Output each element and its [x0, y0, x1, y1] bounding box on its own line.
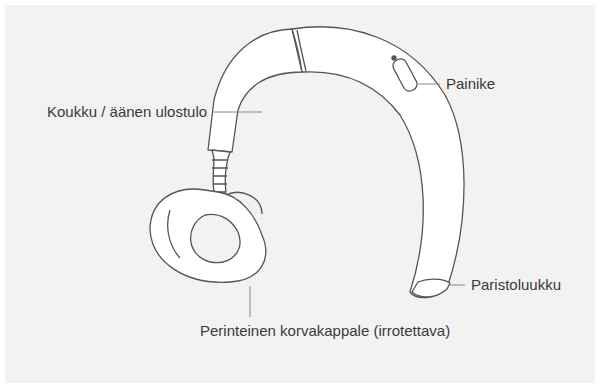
- body: [292, 27, 464, 298]
- battery-door: [412, 279, 450, 297]
- button-dot: [392, 56, 396, 60]
- part-label: Koukku / äänen ulostulo: [47, 103, 207, 121]
- earmold-cavity: [191, 214, 240, 262]
- leader-lines: [213, 84, 465, 317]
- hook: [208, 29, 302, 152]
- panel: [5, 5, 595, 383]
- earmold-canal: [168, 192, 262, 258]
- tube-ridges: [212, 160, 228, 184]
- part-label: Painike: [446, 75, 495, 93]
- button: [391, 57, 419, 94]
- leader-line: [213, 112, 262, 113]
- leader-line: [450, 285, 465, 286]
- leader-line: [250, 286, 251, 317]
- leader-line: [418, 84, 440, 85]
- part-label: Perinteinen korvakappale (irrotettava): [200, 322, 450, 340]
- part-label: Paristoluukku: [471, 276, 561, 294]
- tube: [212, 150, 230, 192]
- body-seam: [297, 30, 306, 71]
- earmold: [150, 189, 266, 282]
- hearing-aid: [150, 27, 464, 298]
